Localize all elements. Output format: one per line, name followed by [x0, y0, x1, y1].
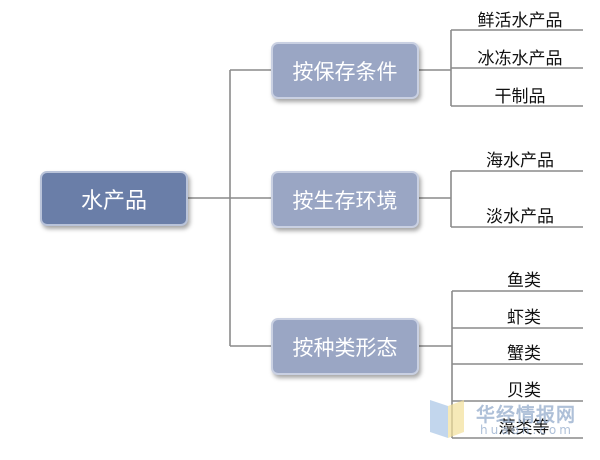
branch-node-label: 按种类形态: [292, 335, 398, 360]
leaf-node: 虾类: [507, 308, 541, 328]
branch-node-environment: 按生存环境: [271, 171, 419, 228]
leaf-node: 淡水产品: [486, 207, 554, 227]
root-node-label: 水产品: [80, 188, 147, 214]
leaf-node: 冰冻水产品: [477, 49, 563, 69]
leaf-node: 海水产品: [486, 151, 554, 171]
leaf-node: 干制品: [494, 87, 546, 107]
root-node: 水产品: [40, 171, 188, 226]
watermark-logo-icon: [430, 400, 464, 438]
branch-node-morphology: 按种类形态: [271, 318, 419, 375]
leaf-node: 蟹类: [507, 344, 541, 364]
watermark-domain: huaon.com: [480, 423, 574, 437]
leaf-node: 贝类: [507, 381, 541, 401]
branch-node-storage: 按保存条件: [271, 42, 419, 99]
leaf-node: 藻类等: [498, 418, 550, 438]
branch-node-label: 按生存环境: [292, 188, 398, 213]
watermark: 华经情报网 huaon.com: [428, 398, 588, 442]
leaf-node: 鱼类: [507, 271, 541, 291]
watermark-name: 华经情报网: [476, 404, 577, 426]
branch-node-label: 按保存条件: [292, 59, 398, 84]
leaf-node: 鲜活水产品: [477, 11, 563, 31]
